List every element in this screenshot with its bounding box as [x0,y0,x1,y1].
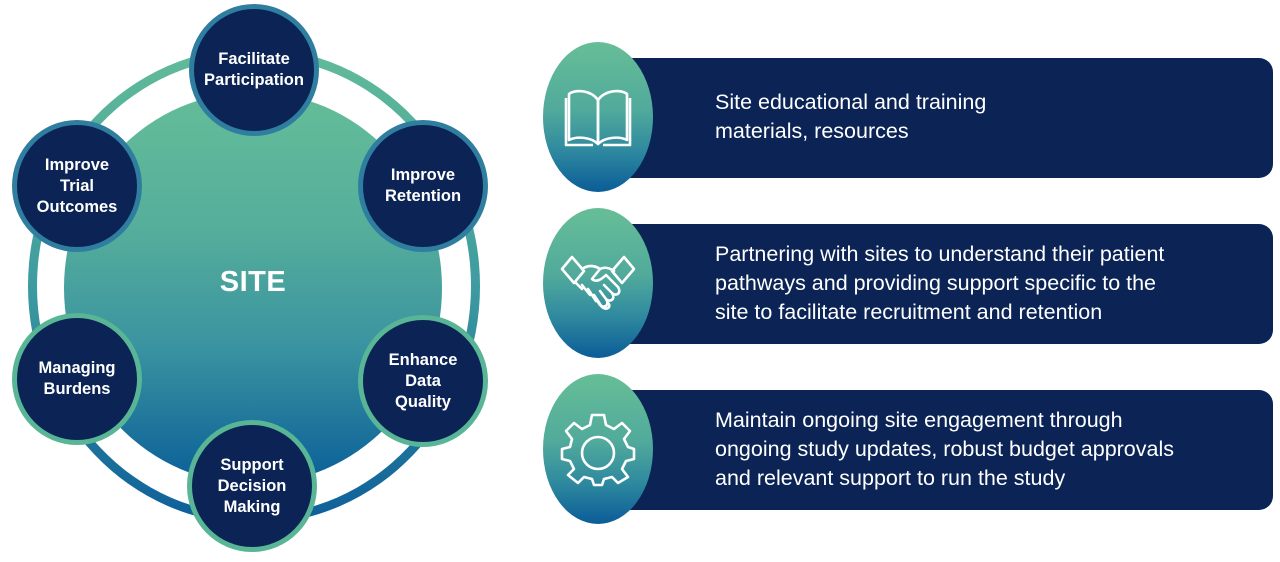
node-facilitate-participation: Facilitate Participation [189,4,319,136]
card-bar [603,58,1273,178]
handshake-icon [543,208,653,358]
card-educational-materials: Site educational and training materials,… [543,42,1273,192]
node-label: Enhance Data Quality [388,350,458,411]
site-core-label: SITE [219,266,287,298]
node-support-decision-making: Support Decision Making [187,420,317,552]
node-label: Improve Trial Outcomes [36,155,118,216]
card-ongoing-engagement: Maintain ongoing site engagement through… [543,374,1273,524]
node-label: Facilitate Participation [204,50,304,89]
node-improve-trial-outcomes: Improve Trial Outcomes [12,120,142,252]
card-text: Maintain ongoing site engagement through… [715,407,1174,490]
node-improve-retention: Improve Retention [358,120,488,252]
node-label: Improve Retention [384,166,462,205]
site-hub-diagram: SITE Facilitate Participation Improve Re… [0,0,520,562]
card-partnering-sites: Partnering with sites to understand thei… [543,208,1273,358]
gear-icon [543,374,653,524]
card-text: Site educational and training materials,… [715,90,987,143]
node-managing-burdens: Managing Burdens [12,313,142,445]
book-icon [543,42,653,192]
node-label: Support Decision Making [217,455,287,516]
node-enhance-data-quality: Enhance Data Quality [358,315,488,447]
node-label: Managing Burdens [38,359,116,398]
card-bar [603,390,1273,510]
card-text: Partnering with sites to understand thei… [715,241,1165,324]
card-bar [603,224,1273,344]
